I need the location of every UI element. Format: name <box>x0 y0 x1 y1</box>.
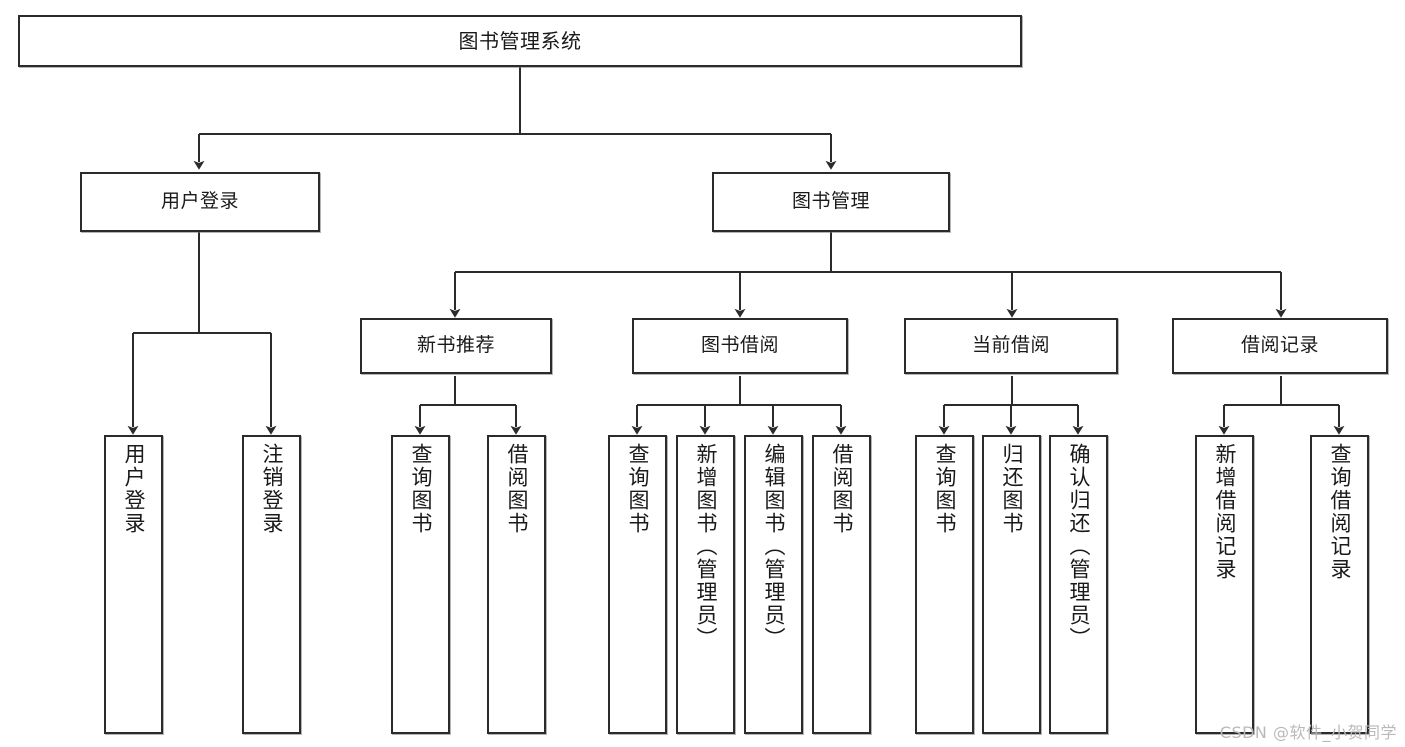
node-label: 查询图书 <box>933 443 957 535</box>
node-label: 归还图书 <box>1000 443 1024 535</box>
leaf-record-query-record[interactable]: 查询借阅记录 <box>1310 435 1369 734</box>
leaf-record-add-record[interactable]: 新增借阅记录 <box>1195 435 1254 734</box>
node-label: 借阅图书 <box>830 443 854 535</box>
leaf-recommend-borrow-book[interactable]: 借阅图书 <box>487 435 546 734</box>
node-label: 新书推荐 <box>416 334 495 357</box>
leaf-borrow-borrow-book[interactable]: 借阅图书 <box>812 435 871 734</box>
leaf-current-confirm-return-admin[interactable]: 确认归还（管理员） <box>1049 435 1108 734</box>
csdn-watermark: CSDN @软件_小贺同学 <box>1219 723 1397 742</box>
node-current-borrow[interactable]: 当前借阅 <box>904 318 1118 374</box>
node-new-book-recommend[interactable]: 新书推荐 <box>360 318 552 374</box>
node-label: 借阅记录 <box>1240 334 1319 357</box>
leaf-user-login[interactable]: 用户登录 <box>104 435 163 734</box>
node-label: 查询图书 <box>409 443 433 535</box>
node-borrow-record[interactable]: 借阅记录 <box>1172 318 1388 374</box>
node-book-borrow[interactable]: 图书借阅 <box>632 318 848 374</box>
node-label: 图书管理 <box>791 190 870 213</box>
node-label: 注销登录 <box>260 443 284 535</box>
node-label: 编辑图书（管理员） <box>762 443 786 650</box>
node-root-system[interactable]: 图书管理系统 <box>18 15 1022 67</box>
leaf-borrow-query-book[interactable]: 查询图书 <box>608 435 667 734</box>
leaf-recommend-query-book[interactable]: 查询图书 <box>391 435 450 734</box>
node-user-login[interactable]: 用户登录 <box>80 172 320 232</box>
leaf-borrow-edit-book-admin[interactable]: 编辑图书（管理员） <box>744 435 803 734</box>
node-book-management[interactable]: 图书管理 <box>712 172 950 232</box>
node-label: 新增图书（管理员） <box>694 443 718 650</box>
node-label: 查询图书 <box>626 443 650 535</box>
node-label: 借阅图书 <box>505 443 529 535</box>
node-label: 用户登录 <box>160 190 239 213</box>
node-label: 图书管理系统 <box>458 28 582 53</box>
node-label: 新增借阅记录 <box>1213 443 1237 581</box>
leaf-logout[interactable]: 注销登录 <box>242 435 301 734</box>
node-label: 当前借阅 <box>971 334 1050 357</box>
node-label: 用户登录 <box>122 443 146 535</box>
node-label: 确认归还（管理员） <box>1067 443 1091 650</box>
node-label: 图书借阅 <box>700 334 779 357</box>
leaf-current-return-book[interactable]: 归还图书 <box>982 435 1041 734</box>
leaf-borrow-add-book-admin[interactable]: 新增图书（管理员） <box>676 435 735 734</box>
node-label: 查询借阅记录 <box>1328 443 1352 581</box>
leaf-current-query-book[interactable]: 查询图书 <box>915 435 974 734</box>
